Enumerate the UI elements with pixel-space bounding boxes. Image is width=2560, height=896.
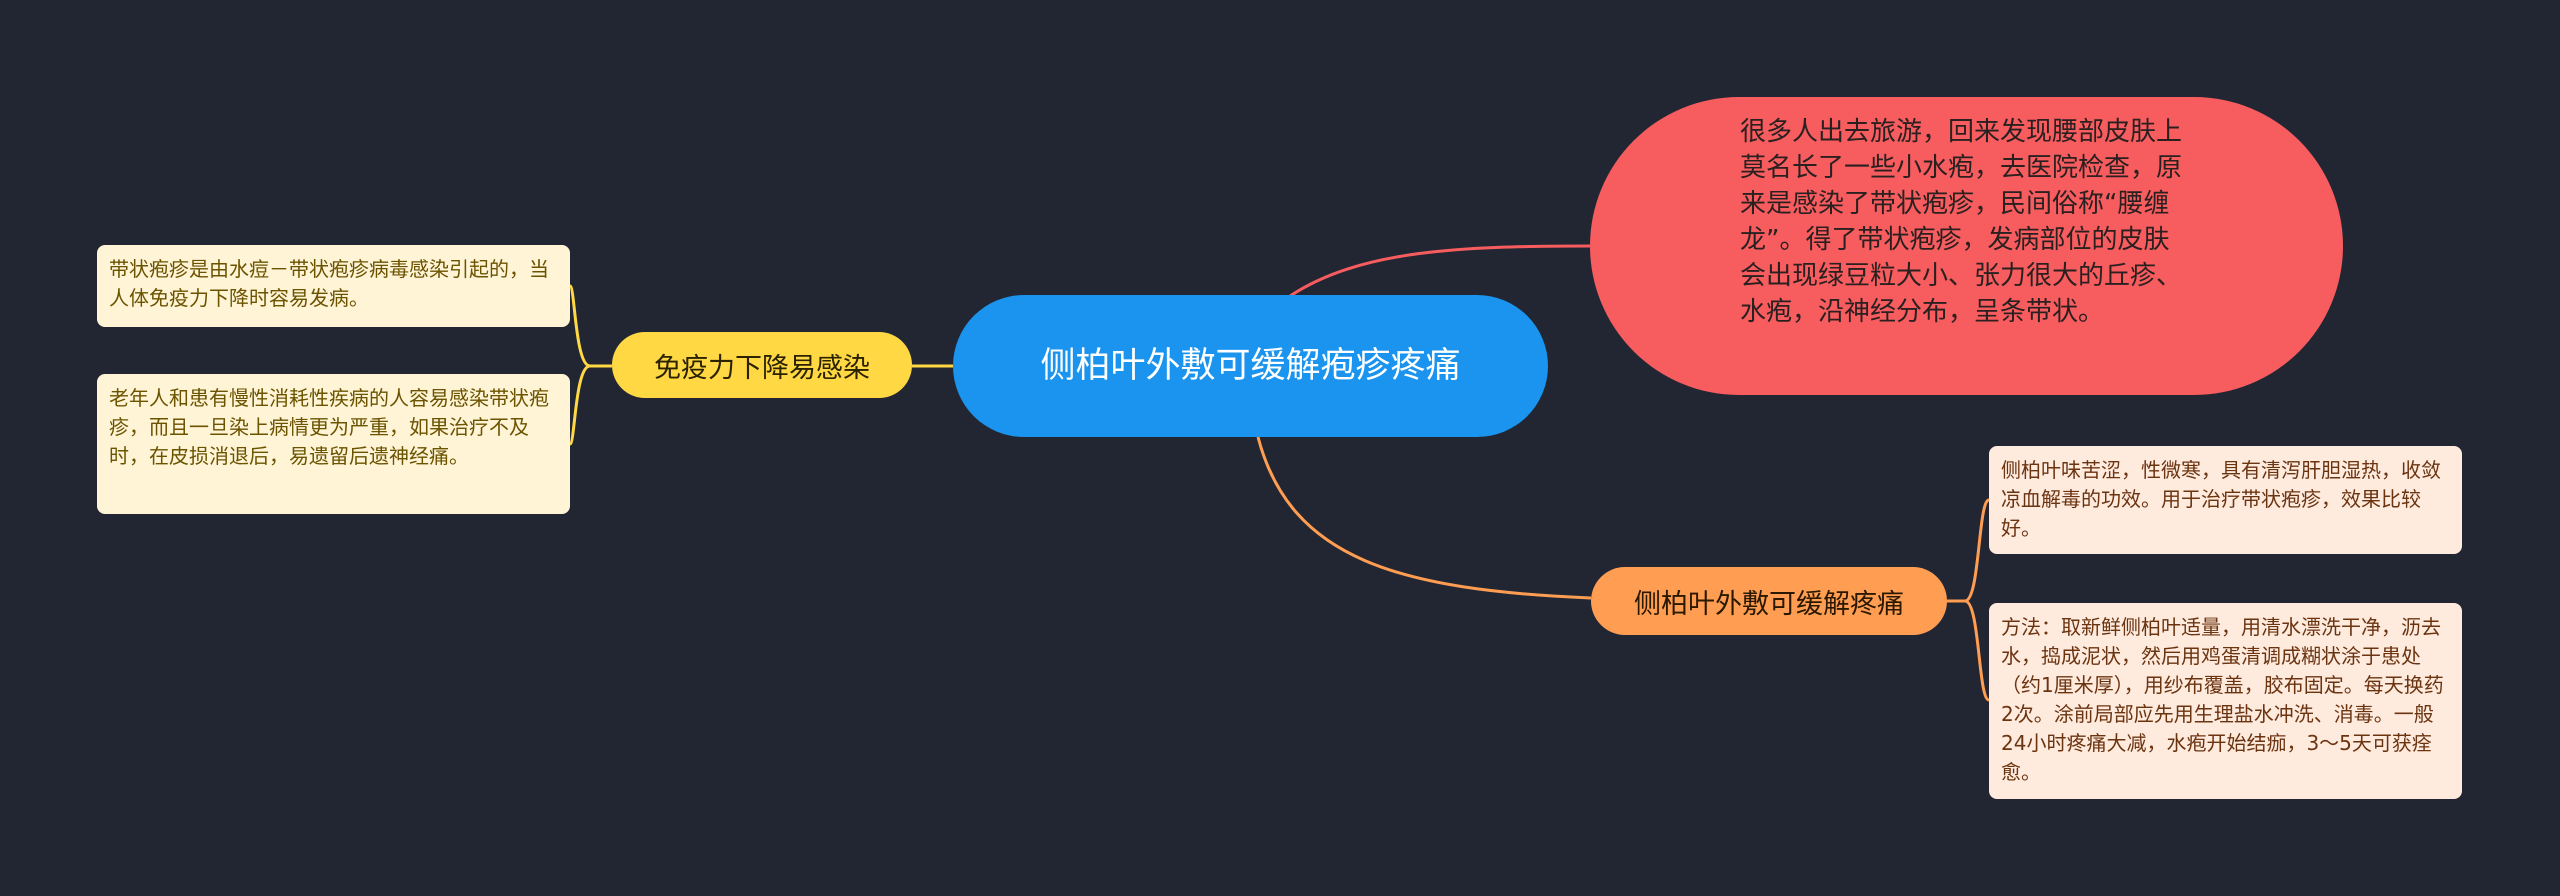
leaf-risk-groups-text: 老年人和患有慢性消耗性疾病的人容易感染带状疱疹，而且一旦染上病情更为严重，如果治… — [109, 386, 549, 468]
branch-node-treatment[interactable]: 侧柏叶外敷可缓解疼痛 — [1591, 567, 1947, 635]
branch-immunity-label: 免疫力下降易感染 — [654, 352, 870, 384]
central-topic-node[interactable]: 侧柏叶外敷可缓解疱疹疼痛 — [953, 295, 1548, 437]
leaf-cause-text: 带状疱疹是由水痘－带状疱疹病毒感染引起的，当人体免疫力下降时容易发病。 — [109, 257, 549, 310]
branch-node-immunity[interactable]: 免疫力下降易感染 — [612, 332, 912, 398]
connector-right-branch-leaves — [1947, 498, 1991, 702]
connector-center-intro — [1289, 244, 1591, 298]
intro-description-node[interactable]: 很多人出去旅游，回来发现腰部皮肤上莫名长了一些小水疱，去医院检查，原来是感染了带… — [1590, 97, 2343, 395]
leaf-node-risk-groups[interactable]: 老年人和患有慢性消耗性疾病的人容易感染带状疱疹，而且一旦染上病情更为严重，如果治… — [97, 374, 570, 514]
leaf-node-herb-properties[interactable]: 侧柏叶味苦涩，性微寒，具有清泻肝胆湿热，收敛凉血解毒的功效。用于治疗带状疱疹，效… — [1989, 446, 2462, 554]
leaf-method-text: 方法：取新鲜侧柏叶适量，用清水漂洗干净，沥去水，捣成泥状，然后用鸡蛋清调成糊状涂… — [2001, 615, 2444, 784]
connector-left-branch-leaves — [568, 284, 612, 446]
branch-treatment-label: 侧柏叶外敷可缓解疼痛 — [1634, 588, 1904, 620]
intro-description-text: 很多人出去旅游，回来发现腰部皮肤上莫名长了一些小水疱，去医院检查，原来是感染了带… — [1740, 117, 2183, 327]
connector-center-right-branch — [1256, 436, 1592, 600]
leaf-node-method[interactable]: 方法：取新鲜侧柏叶适量，用清水漂洗干净，沥去水，捣成泥状，然后用鸡蛋清调成糊状涂… — [1989, 603, 2462, 799]
leaf-herb-properties-text: 侧柏叶味苦涩，性微寒，具有清泻肝胆湿热，收敛凉血解毒的功效。用于治疗带状疱疹，效… — [2001, 458, 2441, 540]
central-topic-label: 侧柏叶外敷可缓解疱疹疼痛 — [1040, 346, 1461, 386]
leaf-node-cause[interactable]: 带状疱疹是由水痘－带状疱疹病毒感染引起的，当人体免疫力下降时容易发病。 — [97, 245, 570, 327]
